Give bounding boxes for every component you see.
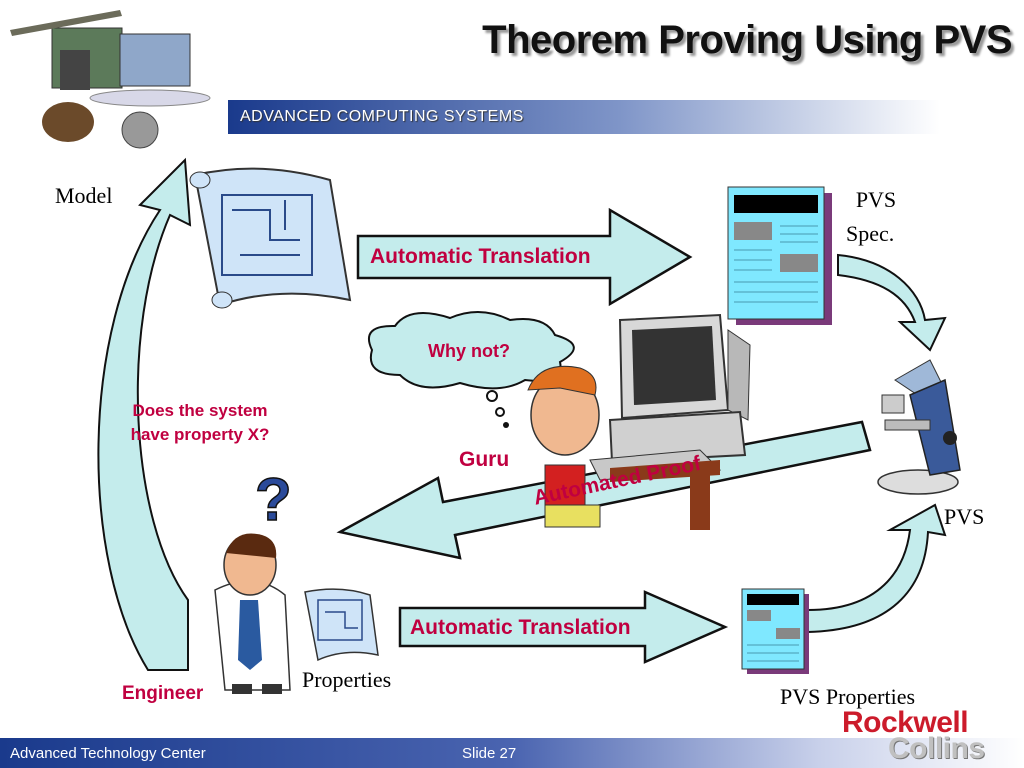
model-label: Model <box>55 183 113 208</box>
footer-bar <box>0 738 1024 768</box>
properties-scroll-image <box>304 588 379 662</box>
bottom-translation-label: Automatic Translation <box>410 616 631 639</box>
logo-collins: Collins <box>888 732 985 765</box>
bottom-translation-arrow <box>398 590 729 664</box>
pvs-spec-label-line2: Spec. <box>846 221 895 246</box>
guru-label: Guru <box>459 448 510 471</box>
curved-arrow-props-to-pvs <box>807 503 947 634</box>
question-line2: have property X? <box>130 425 270 444</box>
pvs-label: PVS <box>944 504 985 529</box>
footer-org: Advanced Technology Center <box>10 745 206 762</box>
curved-arrow-spec-to-pvs <box>837 253 947 352</box>
thought-bubble-text: Why not? <box>428 341 510 361</box>
top-translation-label: Automatic Translation <box>370 245 591 268</box>
banner-text: ADVANCED COMPUTING SYSTEMS <box>240 108 524 125</box>
properties-label: Properties <box>302 667 392 692</box>
pvs-spec-document-image <box>727 186 832 325</box>
thought-bubble <box>367 310 575 428</box>
pvs-spec-label-line1: PVS <box>855 187 897 212</box>
curved-arrow-up <box>97 157 192 671</box>
pvs-microscope-image <box>877 359 961 495</box>
question-line1: Does the system <box>132 401 268 420</box>
slide-title: Theorem Proving Using PVS <box>482 18 1012 62</box>
slide-number: Slide 27 <box>462 745 517 762</box>
logo-rockwell: Rockwell <box>842 706 969 739</box>
model-blueprint-image <box>189 167 352 309</box>
guru-person-image <box>527 365 720 530</box>
pvs-properties-document-image <box>741 588 809 674</box>
engineer-person-image <box>214 533 291 694</box>
computer-image <box>589 313 751 481</box>
engineer-label: Engineer <box>122 683 204 704</box>
question-mark-icon: ? <box>255 466 292 533</box>
top-translation-arrow <box>356 207 693 307</box>
pvs-properties-label: PVS Properties <box>780 684 916 709</box>
header-collage-image <box>10 10 211 149</box>
